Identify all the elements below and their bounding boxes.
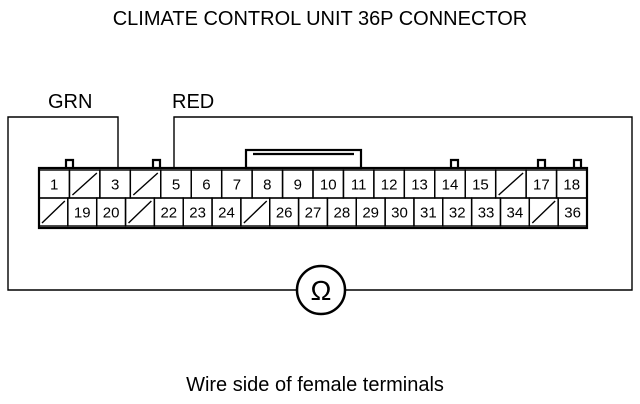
pin-number: 11 — [351, 177, 367, 194]
pin-number: 5 — [172, 177, 180, 194]
connector-key-5 — [572, 158, 583, 168]
pin-number: 13 — [411, 177, 428, 194]
unused-pin-slash — [498, 172, 524, 196]
pin-number: 30 — [391, 205, 408, 222]
pin-number: 9 — [294, 177, 302, 194]
red-wire — [173, 116, 633, 291]
pin-number: 26 — [276, 205, 293, 222]
ohm-symbol-icon: Ω — [311, 275, 332, 306]
pin-number: 6 — [202, 177, 210, 194]
pin-number: 20 — [103, 205, 120, 222]
pin-number: 19 — [74, 205, 91, 222]
diagram-caption: Wire side of female terminals — [186, 374, 444, 396]
pin-number: 31 — [420, 205, 437, 222]
unused-pin-slash — [243, 200, 268, 224]
unused-pin-slash — [531, 200, 556, 224]
grn-wire — [7, 116, 296, 291]
unused-pin-slash — [132, 172, 159, 196]
pin-number: 17 — [533, 177, 550, 194]
pin-number: 10 — [320, 177, 337, 194]
pin-number: 15 — [472, 177, 489, 194]
pin-number: 34 — [507, 205, 524, 222]
pin-number: 24 — [218, 205, 235, 222]
unused-pin-slash — [128, 200, 152, 224]
pin-number: 29 — [362, 205, 379, 222]
unused-pin-slash — [71, 172, 98, 196]
pin-number: 7 — [233, 177, 241, 194]
pin-number: 12 — [381, 177, 398, 194]
connector-key-3 — [449, 158, 460, 168]
connector-lock-tab — [244, 148, 363, 170]
pin-number: 28 — [333, 205, 350, 222]
red-probe-label: RED — [172, 91, 214, 113]
connector-key-1 — [64, 158, 75, 168]
meter-circuit — [7, 116, 633, 291]
pin-number: 27 — [305, 205, 322, 222]
pin-number: 8 — [263, 177, 271, 194]
pin-row-bottom: 19 20 22 23 24 26 27 28 29 30 31 32 33 34 36 — [38, 197, 588, 227]
pin-number: 1 — [50, 177, 58, 194]
pin-number: 18 — [563, 177, 580, 194]
pin-number: 36 — [564, 205, 581, 222]
connector-key-2 — [151, 158, 162, 168]
pin-number: 3 — [111, 177, 119, 194]
pin-number: 23 — [189, 205, 206, 222]
grn-probe-label: GRN — [48, 91, 92, 113]
pin-number: 22 — [160, 205, 177, 222]
pin-number: 32 — [449, 205, 466, 222]
pin-number: 14 — [442, 177, 459, 194]
unused-pin-slash — [41, 200, 66, 224]
ohmmeter-symbol — [295, 264, 347, 316]
connector-key-4 — [536, 158, 547, 168]
pin-number: 33 — [478, 205, 495, 222]
diagram-title: CLIMATE CONTROL UNIT 36P CONNECTOR — [113, 8, 528, 30]
pin-cell — [557, 197, 588, 227]
